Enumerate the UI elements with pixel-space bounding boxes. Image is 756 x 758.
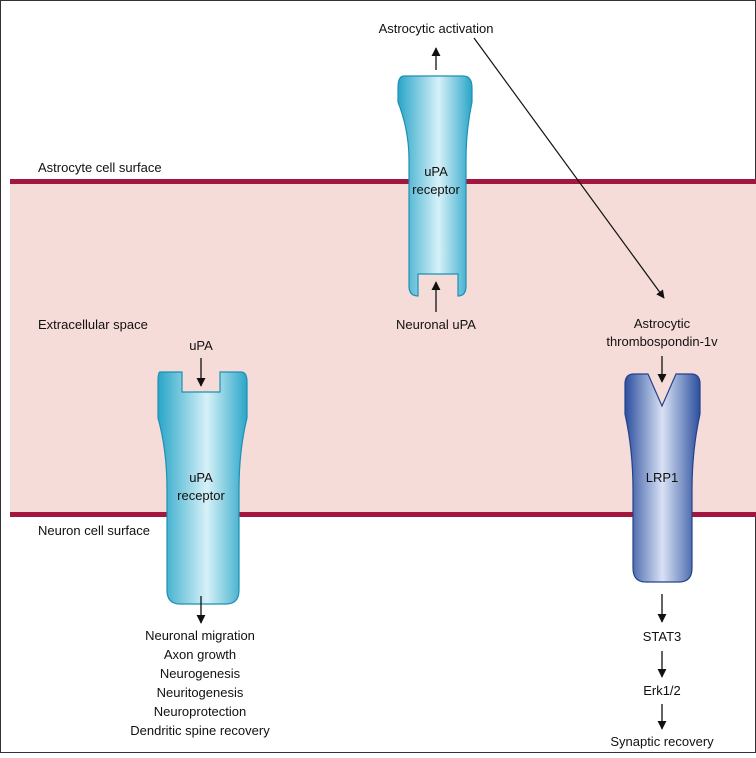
astrocyte-membrane bbox=[10, 179, 756, 184]
upa-ligand-label: uPA bbox=[189, 338, 213, 353]
thrombospondin-induction-arrow bbox=[473, 37, 665, 299]
thrombospondin-label-1: Astrocytic bbox=[634, 316, 691, 331]
thrombospondin-label-2: thrombospondin-1v bbox=[606, 334, 718, 349]
neuron-surface-label: Neuron cell surface bbox=[38, 523, 150, 538]
astrocyte-surface-label: Astrocyte cell surface bbox=[38, 160, 162, 175]
stat3-label: STAT3 bbox=[643, 629, 682, 644]
left-receptor-label-1: uPA bbox=[189, 470, 213, 485]
effect-5: Neuroprotection bbox=[154, 704, 247, 719]
synaptic-recovery-label: Synaptic recovery bbox=[610, 734, 714, 749]
lrp1-label: LRP1 bbox=[646, 470, 679, 485]
astrocytic-activation-label: Astrocytic activation bbox=[379, 21, 494, 36]
top-upa-receptor bbox=[397, 75, 473, 297]
effect-1: Neuronal migration bbox=[145, 628, 255, 643]
neuronal-upa-label: Neuronal uPA bbox=[396, 317, 476, 332]
effect-2: Axon growth bbox=[164, 647, 236, 662]
top-receptor-label-2: receptor bbox=[412, 182, 460, 197]
effect-6: Dendritic spine recovery bbox=[130, 723, 270, 738]
left-receptor-label-2: receptor bbox=[177, 488, 225, 503]
effect-3: Neurogenesis bbox=[160, 666, 241, 681]
top-receptor-label-1: uPA bbox=[424, 164, 448, 179]
neuron-membrane bbox=[10, 512, 756, 517]
left-upa-receptor bbox=[157, 371, 248, 605]
erk-label: Erk1/2 bbox=[643, 683, 681, 698]
effect-4: Neuritogenesis bbox=[157, 685, 244, 700]
lrp1-receptor bbox=[624, 373, 701, 583]
extracellular-space-label: Extracellular space bbox=[38, 317, 148, 332]
